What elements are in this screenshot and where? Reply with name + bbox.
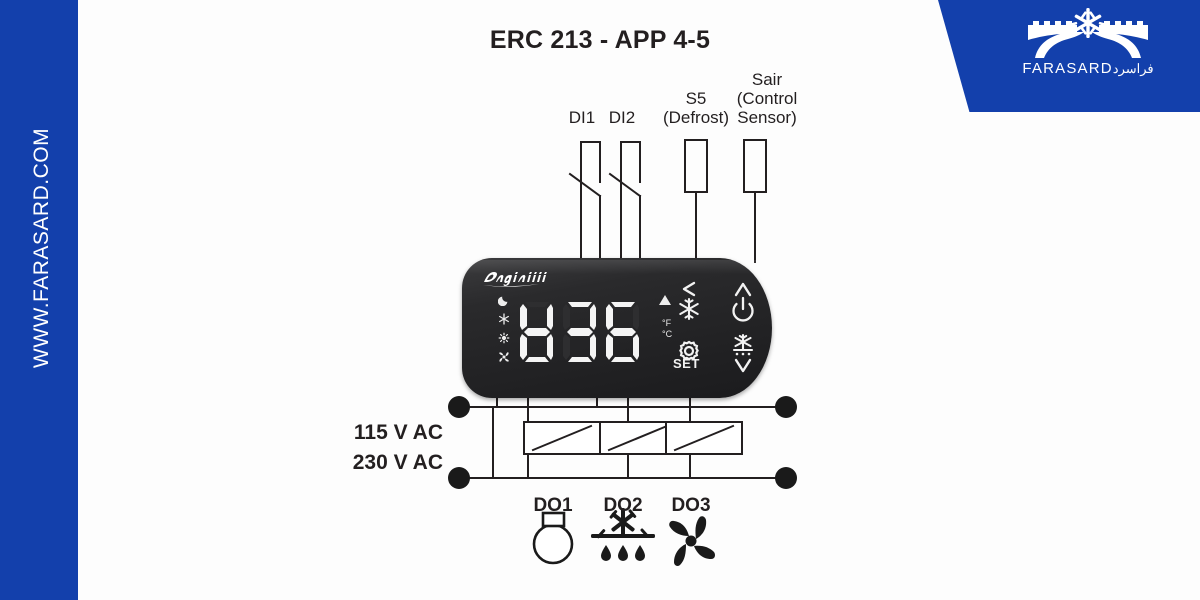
power-icon — [732, 296, 754, 322]
temperature-display — [520, 302, 639, 362]
drip-dots — [735, 352, 751, 356]
alarm-triangle-icon — [659, 295, 671, 305]
up-power-button[interactable] — [722, 276, 764, 326]
terminal-dot — [775, 467, 797, 489]
controller-buttons: SET — [668, 276, 764, 382]
supply-voltage-230: 230 V AC — [352, 451, 443, 474]
input-label-sair-line1: Sair — [751, 70, 783, 89]
input-label-s5-line1: S5 — [685, 89, 707, 108]
input-label-di1: DI1 — [568, 108, 596, 127]
output-label-do1: DO1 — [533, 495, 573, 516]
night-mode-icon — [498, 296, 508, 306]
input-label-di2: DI2 — [608, 108, 636, 127]
logo-wordmark: FARASARDفراسرد — [1022, 60, 1153, 77]
fan-icon — [499, 352, 509, 362]
farasard-logo: FARASARDفراسرد — [998, 6, 1178, 102]
input-symbol-di1 — [568, 141, 602, 263]
snowflake-icon — [679, 297, 699, 321]
relay-do2 — [599, 421, 677, 455]
terminal-dot — [775, 396, 797, 418]
input-symbol-sair — [743, 139, 767, 263]
danfoss-logo — [483, 272, 547, 287]
defrost-icon — [732, 333, 754, 352]
erc-213-controller: °F °C — [462, 258, 772, 398]
cooling-icon — [499, 313, 509, 325]
input-label-sair-line3: Sensor) — [737, 108, 797, 127]
output-icon-do3-fan — [669, 516, 715, 566]
input-label-sair: Sair (Control Sensor) — [714, 70, 820, 127]
chevron-up-icon — [734, 282, 752, 297]
output-icon-do1-compressor — [532, 511, 574, 565]
set-button-label: SET — [673, 356, 700, 371]
unit-fahrenheit: °F — [662, 318, 672, 328]
snowflake-gear-icon — [1028, 8, 1148, 58]
status-icon-column — [496, 294, 512, 363]
down-defrost-button[interactable] — [722, 330, 764, 380]
output-wiring — [492, 397, 691, 479]
logo-wordmark-persian: فراسرد — [1112, 61, 1154, 76]
brand-corner — [938, 0, 1200, 112]
terminal-dot — [448, 467, 470, 489]
input-label-sair-line2: (Control — [736, 89, 798, 108]
set-button[interactable]: SET — [668, 330, 710, 380]
unit-celsius: °C — [662, 329, 673, 339]
logo-wordmark-latin: FARASARD — [1022, 60, 1113, 77]
gear-icon — [679, 340, 699, 361]
output-label-do2: DO2 — [603, 495, 643, 516]
brand-sidebar: WWW.FARASARD.COM — [0, 0, 78, 600]
output-label-do3: DO3 — [671, 495, 711, 516]
defrost-icon — [498, 332, 510, 344]
input-label-s5-line2: (Defrost) — [662, 108, 730, 127]
terminal-dot — [448, 396, 470, 418]
terminal-dots — [448, 396, 797, 489]
relay-do3 — [665, 421, 743, 455]
relay-do1 — [523, 421, 601, 455]
unit-labels: °F °C — [662, 318, 672, 340]
page-title: ERC 213 - APP 4-5 — [489, 26, 711, 54]
back-cooling-button[interactable] — [668, 276, 710, 326]
supply-voltage-115: 115 V AC — [353, 421, 443, 444]
input-symbol-s5 — [684, 139, 708, 263]
chevron-left-icon — [682, 281, 696, 297]
input-label-s5: S5 (Defrost) — [646, 89, 746, 127]
chevron-down-icon — [734, 358, 752, 373]
input-symbol-di2 — [608, 141, 642, 263]
output-icon-do2-defrost-heater — [591, 508, 655, 561]
